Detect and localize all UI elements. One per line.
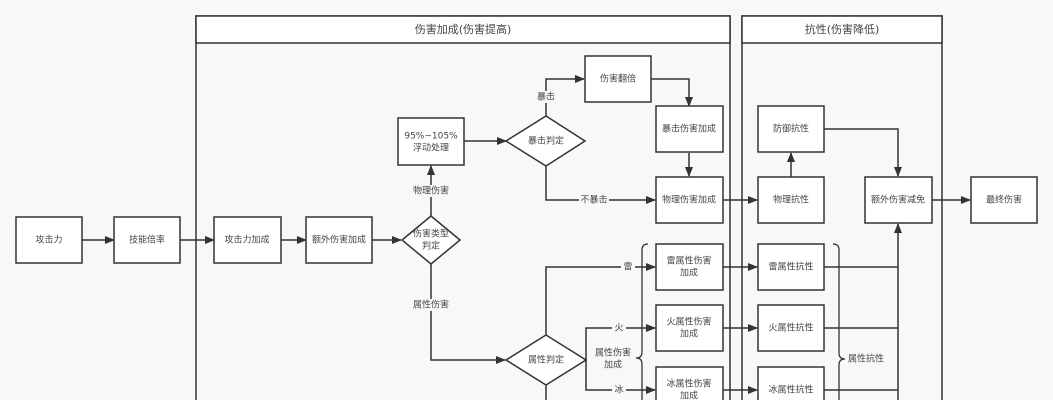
svg-text:加成: 加成 — [680, 390, 698, 400]
svg-text:伤害类型: 伤害类型 — [413, 228, 449, 240]
lane-damage-bonus-header — [195, 15, 731, 44]
svg-text:暴击判定: 暴击判定 — [528, 135, 564, 147]
node-physical-resist: 物理抗性 — [757, 176, 825, 224]
node-extra-bonus: 额外伤害加成 — [305, 216, 373, 264]
svg-text:防御抗性: 防御抗性 — [773, 123, 809, 135]
node-ice-resist: 冰属性抗性 — [757, 366, 825, 400]
svg-text:攻击力加成: 攻击力加成 — [224, 234, 269, 246]
edge-type-check-to-element-check — [430, 264, 506, 364]
svg-text:攻击力: 攻击力 — [35, 234, 62, 246]
lane-damage-bonus-title: 伤害加成(伤害提高) — [415, 22, 512, 36]
svg-text:浮动处理: 浮动处理 — [413, 142, 449, 154]
edge-defense-to-extra-reduction — [824, 128, 902, 177]
svg-text:物理抗性: 物理抗性 — [773, 194, 809, 206]
brace-label-element-resist: 属性抗性 — [848, 353, 884, 365]
node-ice-damage-bonus: 冰属性伤害 加成 — [655, 366, 724, 400]
edge-label-elemental: 属性伤害 — [413, 299, 449, 311]
brace-label-element-damage-bonus-line2: 加成 — [604, 359, 622, 371]
svg-text:雷属性伤害: 雷属性伤害 — [666, 255, 711, 267]
svg-text:属性判定: 属性判定 — [528, 354, 564, 366]
brace-element-damage-bonus: 属性伤害 加成 — [595, 243, 649, 400]
edge-label-fire: 火 — [614, 323, 623, 334]
edge-labels: 物理伤害 属性伤害 暴击 不暴击 雷 火 冰 — [411, 91, 635, 396]
svg-text:冰属性抗性: 冰属性抗性 — [768, 384, 813, 396]
node-skill-rate: 技能倍率 — [113, 216, 181, 264]
svg-text:伤害翻倍: 伤害翻倍 — [600, 73, 636, 85]
node-physical-damage-bonus: 物理伤害加成 — [655, 176, 724, 224]
svg-text:加成: 加成 — [680, 328, 698, 340]
svg-text:雷属性抗性: 雷属性抗性 — [768, 261, 813, 273]
svg-text:额外伤害减免: 额外伤害减免 — [871, 194, 925, 206]
node-fire-damage-bonus: 火属性伤害 加成 — [655, 304, 724, 352]
edge-double-to-crit-bonus — [651, 78, 693, 107]
decision-damage-type: 伤害类型 判定 — [400, 215, 462, 265]
svg-text:95%~105%: 95%~105% — [404, 132, 458, 142]
svg-text:冰属性伤害: 冰属性伤害 — [666, 378, 711, 390]
node-extra-reduction: 额外伤害减免 — [864, 176, 933, 224]
svg-text:物理伤害加成: 物理伤害加成 — [662, 194, 716, 206]
edge-element-to-fire — [585, 324, 656, 360]
edge-label-ice: 冰 — [614, 384, 623, 396]
svg-text:判定: 判定 — [422, 240, 440, 252]
brace-element-resist: 属性抗性 — [832, 243, 884, 400]
node-fire-resist: 火属性抗性 — [757, 304, 825, 352]
svg-text:技能倍率: 技能倍率 — [129, 234, 165, 246]
svg-text:额外伤害加成: 额外伤害加成 — [312, 234, 366, 246]
node-attack-bonus: 攻击力加成 — [213, 216, 282, 264]
node-final-damage: 最终伤害 — [970, 176, 1038, 224]
svg-text:火属性伤害: 火属性伤害 — [666, 316, 711, 328]
edge-label-crit: 暴击 — [537, 91, 555, 103]
svg-text:加成: 加成 — [680, 267, 698, 279]
decision-crit: 暴击判定 — [504, 115, 587, 167]
edge-label-no-crit: 不暴击 — [580, 194, 607, 206]
edge-label-thunder: 雷 — [623, 262, 632, 273]
edge-no-crit-to-physical-bonus — [545, 166, 656, 204]
svg-text:火属性抗性: 火属性抗性 — [768, 322, 813, 334]
node-thunder-resist: 雷属性抗性 — [757, 243, 825, 291]
svg-text:最终伤害: 最终伤害 — [986, 194, 1022, 206]
edge-element-to-ice — [585, 360, 656, 394]
node-defense-resist: 防御抗性 — [757, 105, 825, 153]
brace-label-element-damage-bonus-line1: 属性伤害 — [595, 347, 631, 359]
edge-label-physical: 物理伤害 — [413, 185, 449, 197]
node-attack: 攻击力 — [15, 216, 83, 264]
svg-text:暴击伤害加成: 暴击伤害加成 — [662, 123, 716, 135]
node-damage-double: 伤害翻倍 — [584, 55, 652, 103]
node-float-process: 95%~105% 浮动处理 — [397, 117, 465, 166]
node-thunder-damage-bonus: 雷属性伤害 加成 — [655, 243, 724, 291]
edge-element-to-thunder — [545, 263, 656, 335]
edge-crit-to-double — [545, 75, 585, 116]
decision-element: 属性判定 — [504, 334, 588, 386]
node-crit-damage-bonus: 暴击伤害加成 — [655, 105, 724, 153]
brace-element-damage-bonus-shape — [635, 243, 649, 400]
lane-resistance-title: 抗性(伤害降低) — [805, 22, 880, 36]
lane-resistance-header — [741, 15, 943, 44]
brace-element-resist-shape — [832, 243, 846, 400]
